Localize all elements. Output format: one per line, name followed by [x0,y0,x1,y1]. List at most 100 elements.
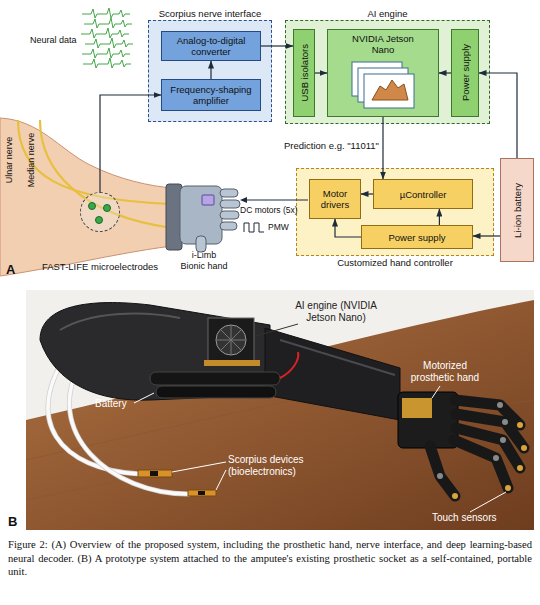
circuit-board [204,360,260,366]
feature-map [358,68,408,102]
data-label: Neural data [30,35,77,46]
finger-joint [502,419,508,425]
scorpius-device [188,490,216,496]
touch-sensor [517,465,523,471]
jetson-module [208,318,254,362]
process-box: Power supply [451,29,479,117]
forearm-shell [265,328,400,420]
box-text: NVIDIA Jetson Nano [352,33,414,55]
box-text: Power supply [385,232,448,243]
process-box: Analog-to-digital converter [161,31,261,61]
cooling-fan [216,325,246,355]
robotic-thumb [430,446,455,496]
connector-arrow [439,72,451,73]
part-label: DC motors (5x) [240,205,298,216]
touch-sensor [452,493,458,499]
battery-cell [156,386,276,398]
connector-arrow [210,61,211,79]
part-label: i-Limb Bionic hand [179,250,229,271]
hand-palm [180,186,222,244]
touch-sensor [505,485,511,491]
battery-box: Li-ion battery [500,158,534,262]
connector-arrow [100,95,161,192]
box-text: USB isolators [299,44,310,102]
process-box: USB isolators [293,29,315,117]
robotic-finger [454,440,508,488]
box-text: µController [397,189,450,200]
box-text: Analog-to-digital converter [162,35,260,57]
electrode-dot [89,203,96,210]
group-heading: Scorpius nerve interface [149,8,271,19]
battery-cell [150,372,280,385]
feature-map [364,74,414,108]
chip [198,491,205,495]
photo-callout: Touch sensors [432,512,496,524]
hand-finger [220,222,237,230]
finger-joint [493,455,499,461]
finger-joint [497,402,503,408]
connector-arrow [473,235,500,236]
spike-trace [82,8,130,18]
hand-finger [220,200,240,208]
socket-highlight [60,314,180,330]
finger-joint [500,437,506,443]
photo-callout: Motorized prosthetic hand [400,360,490,384]
figure-caption: Figure 2: (A) Overview of the proposed s… [8,538,532,579]
electrode-dot [96,217,103,224]
spike-trace [83,58,131,68]
neural-traces [81,8,133,68]
photo-callout: AI engine (NVIDIA Jetson Nano) [290,300,382,324]
spike-trace [82,48,130,58]
touch-sensor [517,422,523,428]
hand-icon [372,80,408,100]
touch-sensors [452,422,527,499]
motor-line [246,199,308,200]
box-text: Power supply [460,44,471,101]
box-text: Motor drivers [310,188,360,210]
connector-arrow [335,219,361,237]
nerve-label: Ulnar nerve [4,137,15,184]
electrode-label: FAST-LIFE microelectrodes [42,261,158,272]
electrode-circle: FAST-LIFE microelectrodes [80,192,120,232]
finger-joint [437,473,443,479]
connector-arrow [439,209,440,225]
connector-arrow [382,117,383,179]
connector-arrow [479,73,517,158]
leader-line [470,492,506,512]
connector-arrow [361,193,373,194]
connector-arrow [315,72,327,73]
chip [150,471,158,476]
arrow-head [240,197,247,203]
process-box: NVIDIA Jetson Nano [327,29,439,117]
leader-line [432,386,440,398]
process-box: Motor drivers [309,179,361,219]
wood-grain [26,400,534,500]
process-box: Frequency-shaping amplifier [161,79,261,111]
residual-arm [0,118,172,276]
hand-finger [220,189,238,197]
leader-line [216,470,226,490]
leader-line [172,462,226,472]
photo-background [26,290,534,530]
finger-joints [437,402,508,479]
leader-line [134,393,154,403]
hand-electronics [402,398,432,418]
process-box: Power supply [361,225,473,249]
group-box: Scorpius nerve interfaceAnalog-to-digita… [148,20,272,122]
process-box: µController [373,179,473,209]
panel-letter: A [6,262,15,277]
robotic-fingers [430,400,524,496]
group-heading: AI engine [286,8,489,19]
leader-lines [134,324,506,512]
fan-blades [217,326,245,354]
leader-line [256,324,298,336]
connector-arrow [261,45,293,46]
scorpius-device [138,470,172,477]
group-box: Customized hand controllerMotor driversµ… [296,168,494,256]
edge-label: Prediction e.g. "11011" [284,140,379,151]
hand-thumb [196,236,206,252]
photo-callout: Battery [95,398,127,410]
nerve-label: Median nerve [26,133,37,188]
box-text: Frequency-shaping amplifier [162,84,260,106]
